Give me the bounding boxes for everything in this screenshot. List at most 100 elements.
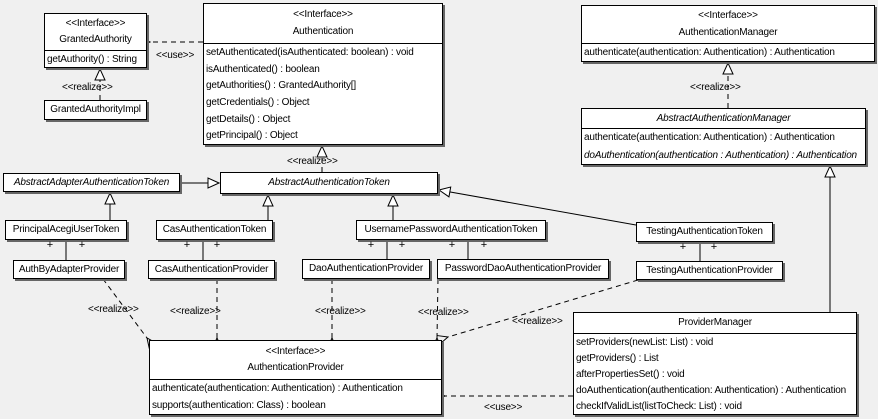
class-name: DaoAuthenticationProvider (309, 263, 423, 274)
realize-stereotype-label: <<realize>> (170, 306, 221, 317)
class-name: ProviderManager (678, 317, 752, 328)
edge-gen-testing-authentication-token-to-abstract-authentication-token[interactable] (439, 190, 637, 226)
method-signature: getProviders() : List (576, 352, 659, 364)
method-signature: authenticate(authentication: Authenticat… (584, 132, 835, 144)
method-signature: getAuthorities() : GrantedAuthority[] (206, 80, 356, 92)
class-box-cas-authentication-token[interactable]: CasAuthenticationToken (156, 220, 273, 240)
class-title: GrantedAuthorityImpl (45, 101, 146, 119)
method-signature: checkIfValidList(listToCheck: List) : vo… (576, 400, 742, 412)
class-title: AuthByAdapterProvider (14, 261, 124, 278)
method-signature: supports(authentication: Class) : boolea… (152, 400, 326, 411)
class-box-testing-authentication-token[interactable]: TestingAuthenticationToken (636, 222, 773, 242)
method-signature: doAuthentication(authentication: Authent… (576, 384, 846, 396)
class-title: TestingAuthenticationProvider (637, 262, 782, 279)
class-title: AbstractAuthenticationManager (582, 109, 865, 128)
realize-stereotype-label: <<realize>> (418, 307, 469, 318)
class-name: GrantedAuthority (59, 34, 132, 45)
class-name: TestingAuthenticationProvider (646, 264, 773, 276)
class-box-provider-manager[interactable]: ProviderManager setProviders(newList: Lis… (573, 312, 857, 415)
class-title: <<Interface>> AuthenticationProvider (150, 341, 441, 379)
edge-realize-arrow-password-dao-authentication-provider-to-authentication-provider[interactable] (431, 278, 442, 349)
method-signature: setProviders(newList: List) : void (576, 336, 714, 348)
method-signature: isAuthenticated() : boolean (206, 63, 320, 75)
class-name: TestingAuthenticationToken (646, 226, 763, 237)
class-box-granted-authority-impl[interactable]: GrantedAuthorityImpl (44, 100, 147, 120)
method-signature: getPrincipal() : Object (206, 130, 298, 142)
association-end-plus: + (78, 239, 86, 251)
class-box-abstract-authentication-manager[interactable]: AbstractAuthenticationManager authenticat… (581, 108, 866, 165)
class-title: CasAuthenticationProvider (149, 261, 274, 278)
class-title: <<Interface>> GrantedAuthority (45, 14, 146, 50)
class-name: GrantedAuthorityImpl (50, 104, 141, 115)
class-box-authentication[interactable]: <<Interface>> Authentication setAuthentica… (203, 3, 443, 145)
method-signature: getAuthority() : String (47, 53, 137, 65)
association-end-plus: + (46, 239, 54, 251)
class-name: AbstractAuthenticationManager (656, 112, 791, 124)
class-box-abstract-authentication-token[interactable]: AbstractAuthenticationToken (220, 172, 438, 194)
edge-realize-arrow-testing-authentication-provider-to-authentication-provider[interactable] (437, 279, 639, 345)
methods-compartment: getAuthority() : String (45, 50, 146, 67)
method-signature: authenticate(authentication: Authenticat… (152, 383, 403, 394)
class-title: ProviderManager (574, 313, 856, 333)
class-title: UsernamePasswordAuthenticationToken (357, 221, 545, 239)
class-name: AuthByAdapterProvider (18, 263, 120, 275)
realize-stereotype-label: <<realize>> (287, 156, 338, 167)
class-name: AuthenticationManager (678, 26, 778, 38)
class-box-username-password-authentication-token[interactable]: UsernamePasswordAuthenticationToken (356, 220, 546, 240)
association-end-plus: + (213, 239, 221, 251)
class-box-authentication-provider[interactable]: <<Interface>> AuthenticationProvider authe… (149, 340, 442, 415)
method-signature: getCredentials() : Object (206, 96, 310, 108)
class-box-dao-authentication-provider[interactable]: DaoAuthenticationProvider (302, 259, 430, 279)
class-name: PrincipalAcegiUserToken (12, 224, 120, 235)
class-box-testing-authentication-provider[interactable]: TestingAuthenticationProvider (636, 261, 783, 280)
method-signature: afterPropertiesSet() : void (576, 368, 685, 380)
class-name: UsernamePasswordAuthenticationToken (364, 224, 538, 235)
use-stereotype-label: <<use>> (156, 50, 195, 61)
class-title: AbstractAuthenticationToken (221, 173, 437, 193)
class-title: PasswordDaoAuthenticationProvider (438, 260, 608, 278)
class-box-authentication-manager[interactable]: <<Interface>> AuthenticationManager authen… (581, 5, 875, 62)
association-end-plus: + (480, 239, 488, 251)
class-title: CasAuthenticationToken (157, 221, 272, 239)
class-name: PasswordDaoAuthenticationProvider (444, 263, 602, 274)
association-end-plus: + (367, 239, 375, 251)
class-title: TestingAuthenticationToken (637, 223, 772, 241)
association-end-plus: + (448, 239, 456, 251)
class-box-auth-by-adapter-provider[interactable]: AuthByAdapterProvider (13, 260, 125, 279)
class-name: CasAuthenticationProvider (154, 263, 269, 275)
realize-stereotype-label: <<realize>> (315, 306, 366, 317)
stereotype-label: <<Interface>> (698, 10, 758, 22)
stereotype-label: <<Interface>> (293, 9, 353, 20)
class-name: Authentication (292, 26, 354, 37)
edge-realize-arrow-auth-by-adapter-provider-to-authentication-provider[interactable] (102, 278, 157, 349)
method-signature: doAuthentication(authentication : Authen… (584, 149, 857, 161)
methods-compartment: authenticate(authentication: Authenticat… (150, 379, 441, 414)
method-signature: getDetails() : Object (206, 113, 291, 125)
class-box-abstract-adapter-authentication-token[interactable]: AbstractAdapterAuthenticationToken (3, 173, 180, 192)
stereotype-label: <<Interface>> (265, 345, 326, 357)
realize-stereotype-label: <<realize>> (62, 82, 113, 93)
realize-stereotype-label: <<realize>> (512, 316, 563, 327)
association-end-plus: + (183, 239, 191, 251)
stereotype-label: <<Interface>> (65, 18, 126, 29)
methods-compartment: authenticate(authentication: Authenticat… (582, 43, 874, 61)
class-name: AbstractAdapterAuthenticationToken (13, 176, 170, 188)
class-title: AbstractAdapterAuthenticationToken (4, 174, 179, 191)
class-name: AuthenticationProvider (247, 362, 344, 374)
method-signature: setAuthenticated(isAuthenticated: boolea… (206, 46, 414, 58)
class-box-password-dao-authentication-provider[interactable]: PasswordDaoAuthenticationProvider (437, 259, 609, 279)
methods-compartment: setAuthenticated(isAuthenticated: boolea… (204, 43, 442, 144)
class-box-cas-authentication-provider[interactable]: CasAuthenticationProvider (148, 260, 275, 279)
class-box-granted-authority[interactable]: <<Interface>> GrantedAuthority getAuthorit… (44, 13, 147, 68)
methods-compartment: authenticate(authentication: Authenticat… (582, 128, 865, 164)
class-box-principal-acegi-user-token[interactable]: PrincipalAcegiUserToken (5, 220, 127, 240)
class-title: PrincipalAcegiUserToken (6, 221, 126, 239)
methods-compartment: setProviders(newList: List) : void getPro… (574, 333, 856, 414)
class-name: AbstractAuthenticationToken (268, 177, 390, 188)
realize-stereotype-label: <<realize>> (690, 82, 741, 93)
class-title: DaoAuthenticationProvider (303, 260, 429, 278)
class-title: <<Interface>> Authentication (204, 4, 442, 43)
association-end-plus: + (710, 241, 718, 253)
